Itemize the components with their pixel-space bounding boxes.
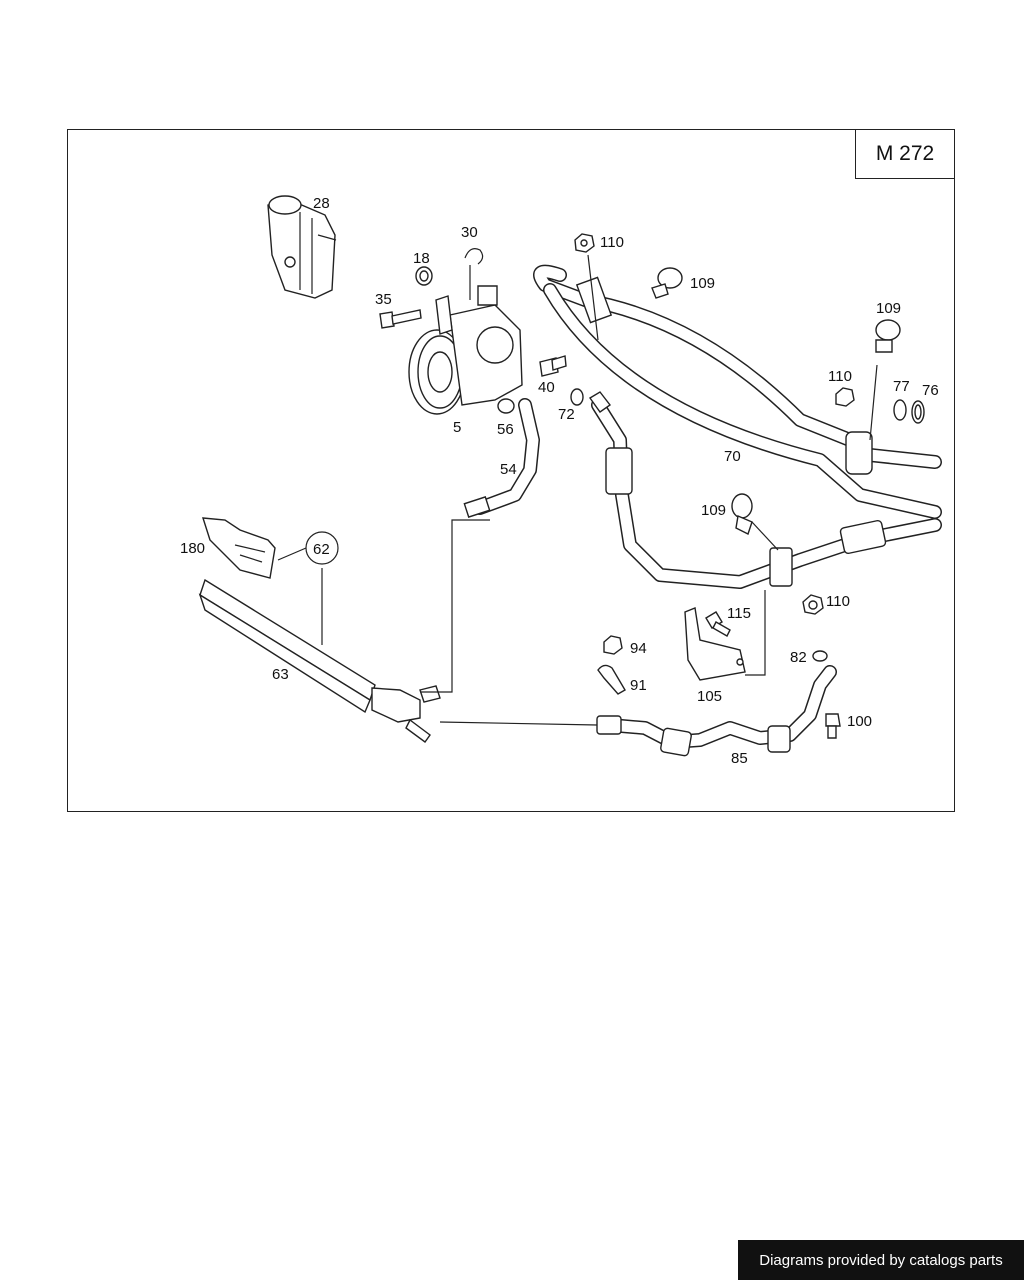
nut-110-top[interactable]	[574, 233, 595, 253]
bracket-180[interactable]	[202, 517, 276, 579]
callout-30: 30	[461, 224, 478, 241]
callout-109-mid: 109	[701, 502, 726, 519]
callout-56: 56	[497, 421, 514, 438]
clamp-56[interactable]	[497, 398, 515, 414]
callout-63: 63	[272, 666, 289, 683]
footer-credit: Diagrams provided by catalogs parts	[738, 1240, 1024, 1280]
bolt-100[interactable]	[825, 713, 841, 739]
callout-94: 94	[630, 640, 647, 657]
bolt-35[interactable]	[379, 309, 422, 329]
callout-28: 28	[313, 195, 330, 212]
reservoir-28[interactable]	[267, 195, 337, 299]
clamp-109-right[interactable]	[875, 319, 901, 353]
return-line-54[interactable]	[463, 398, 540, 518]
clamp-109-mid[interactable]	[731, 493, 753, 535]
nut-110-right[interactable]	[835, 387, 855, 407]
model-code-label: M 272	[855, 129, 955, 179]
callout-circle-62	[305, 531, 339, 565]
callout-40: 40	[538, 379, 555, 396]
bolt-40[interactable]	[539, 355, 567, 377]
bracket-105[interactable]	[684, 607, 746, 681]
callout-100: 100	[847, 713, 872, 730]
callout-82: 82	[790, 649, 807, 666]
bolt-115[interactable]	[705, 611, 731, 637]
callout-110-right: 110	[828, 368, 852, 385]
callout-62: 62	[313, 541, 330, 558]
callout-91: 91	[630, 677, 647, 694]
diagram-frame	[67, 129, 955, 812]
callout-54: 54	[500, 461, 517, 478]
callout-76: 76	[922, 382, 939, 399]
nut-94[interactable]	[603, 635, 623, 655]
callout-110-top: 110	[600, 234, 624, 251]
seal-72[interactable]	[570, 388, 584, 406]
callout-109-top: 109	[690, 275, 715, 292]
oil-cooler-63[interactable]	[198, 578, 441, 743]
callout-72: 72	[558, 406, 575, 423]
power-steering-pump-5[interactable]	[408, 285, 523, 415]
callout-70: 70	[724, 448, 741, 465]
leader-lines	[277, 254, 878, 726]
callout-115: 115	[727, 605, 751, 622]
clamp-109-top[interactable]	[651, 267, 683, 299]
callout-35: 35	[375, 291, 392, 308]
pressure-line-70[interactable]	[533, 264, 942, 519]
callout-77: 77	[893, 378, 910, 395]
washer-18[interactable]	[415, 266, 433, 286]
callout-85: 85	[731, 750, 748, 767]
callout-109-right: 109	[876, 300, 901, 317]
callout-18: 18	[413, 250, 430, 267]
seal-82[interactable]	[812, 650, 828, 662]
callout-110-lower: 110	[826, 593, 850, 610]
callout-180: 180	[180, 540, 205, 557]
clip-91[interactable]	[597, 664, 626, 695]
line-85[interactable]	[596, 665, 837, 757]
seal-77[interactable]	[893, 399, 907, 421]
callout-105: 105	[697, 688, 722, 705]
nut-110-lower[interactable]	[802, 594, 824, 615]
clip-30[interactable]	[464, 248, 484, 265]
high-pressure-hose[interactable]	[588, 391, 942, 589]
callout-5: 5	[453, 419, 461, 436]
seal-76[interactable]	[911, 400, 925, 424]
